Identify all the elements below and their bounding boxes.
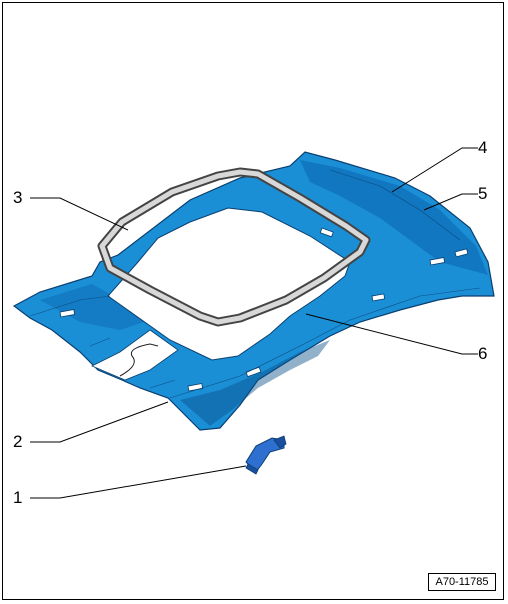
leader-2 (30, 401, 169, 443)
leader-1 (30, 465, 247, 499)
callout-6: 6 (478, 344, 488, 363)
leader-3 (30, 197, 129, 231)
leader-5 (423, 193, 478, 211)
leader-4 (391, 147, 478, 193)
callout-4: 4 (478, 138, 488, 157)
sunroof-opening (107, 207, 351, 361)
headliner (12, 151, 495, 431)
leader-lines (30, 147, 478, 499)
grab-handle (245, 435, 287, 475)
callout-5: 5 (478, 184, 488, 203)
reference-code: A70-11785 (428, 573, 496, 591)
callout-2: 2 (13, 432, 23, 451)
sunroof-seal (97, 167, 371, 327)
callout-1: 1 (13, 488, 23, 507)
callout-3: 3 (13, 188, 23, 207)
leader-6 (305, 313, 478, 355)
